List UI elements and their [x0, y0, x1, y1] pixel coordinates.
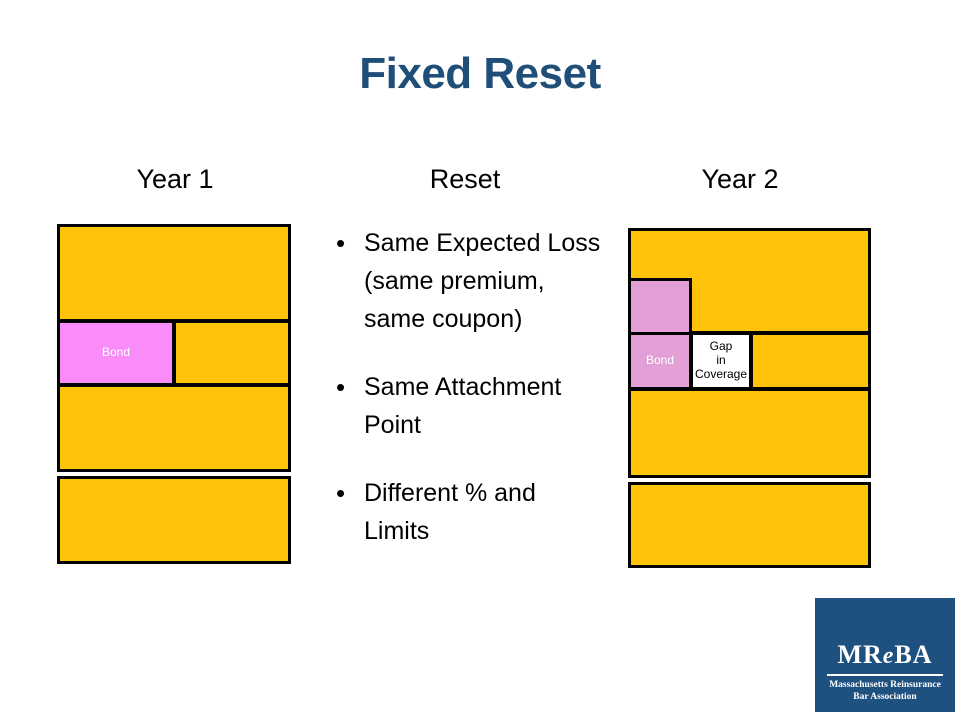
year2-layer-tower: Bond Gap in Coverage — [628, 228, 871, 568]
bullet-marker-icon: • — [336, 372, 346, 402]
bullet-text-same-expected-loss: Same Expected Loss (same premium, same c… — [364, 229, 601, 333]
mreba-subtitle-line2: Bar Association — [853, 691, 917, 702]
list-item: • Same Expected Loss (same premium, same… — [336, 224, 604, 338]
mreba-subtitle-line1: Massachusetts Reinsurance — [829, 680, 941, 690]
bullet-marker-icon: • — [336, 228, 346, 258]
column-heading-year2: Year 2 — [701, 164, 779, 194]
bullet-marker-icon: • — [336, 478, 346, 508]
mreba-subtitle: Massachusetts Reinsurance Bar Associatio… — [819, 680, 951, 704]
year1-bond-label: Bond — [101, 345, 131, 360]
gap-line-2: in — [716, 353, 726, 368]
year1-layer-band-2-right — [173, 320, 291, 386]
year1-bond-block: Bond — [57, 320, 175, 386]
year1-layer-tower: Bond — [57, 224, 291, 564]
year1-layer-band-1 — [57, 224, 291, 322]
list-item: • Same Attachment Point — [336, 368, 604, 444]
year1-layer-band-3 — [57, 384, 291, 472]
bullet-text-same-attachment-point: Same Attachment Point — [364, 373, 562, 439]
bullet-text-different-percent-and-limits: Different % and Limits — [364, 479, 536, 545]
mreba-wordmark: MReBA — [815, 640, 955, 669]
mreba-divider — [827, 674, 943, 676]
page-title: Fixed Reset — [359, 49, 601, 98]
column-heading-year1: Year 1 — [136, 164, 214, 194]
gap-line-3: Coverage — [694, 366, 748, 381]
year1-layer-band-4 — [57, 476, 291, 564]
year2-layer-band-3 — [628, 388, 871, 478]
column-heading-reset: Reset — [429, 164, 501, 194]
mreba-wordmark-part1: MR — [837, 640, 883, 669]
year2-layer-band-2-right — [750, 332, 871, 390]
year2-bond-label: Bond — [645, 353, 675, 368]
year2-bond-block: Bond — [628, 332, 692, 390]
mreba-logo: MReBA Massachusetts Reinsurance Bar Asso… — [815, 598, 955, 712]
mreba-wordmark-em: e — [882, 643, 895, 669]
year2-gap-in-coverage-block: Gap in Coverage — [690, 332, 752, 390]
year2-bond-riser — [628, 278, 692, 336]
list-item: • Different % and Limits — [336, 474, 604, 550]
gap-line-1: Gap — [709, 339, 733, 354]
reset-bullet-list: • Same Expected Loss (same premium, same… — [336, 224, 604, 550]
year2-layer-band-4 — [628, 482, 871, 568]
mreba-wordmark-part2: BA — [894, 640, 933, 669]
year2-gap-label: Gap in Coverage — [694, 339, 748, 381]
